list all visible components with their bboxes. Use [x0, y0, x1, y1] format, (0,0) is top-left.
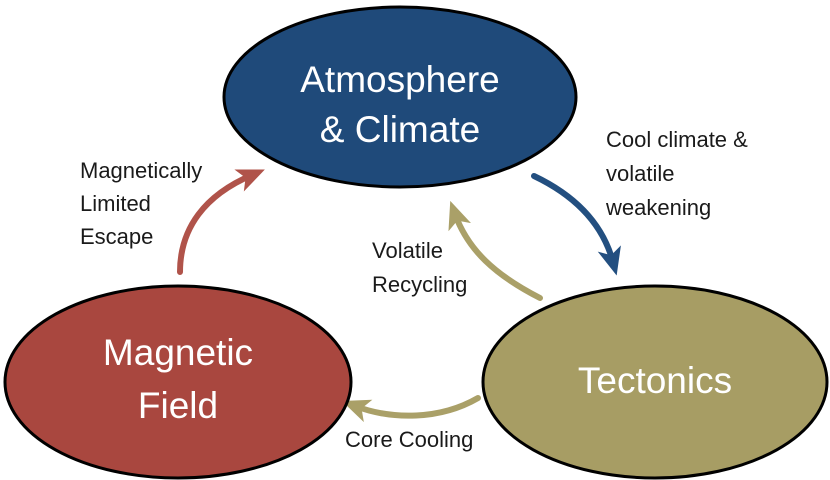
volatile-recycling-arrow — [448, 200, 543, 301]
escape-label-line-1: Magnetically — [80, 158, 202, 183]
atmosphere-label-line-1: Atmosphere — [300, 59, 500, 100]
magnetically-limited-escape-arrow — [177, 169, 265, 275]
magnetic-field-node: Magnetic Field — [3, 284, 353, 480]
magnetically-limited-escape-label: Magnetically Limited Escape — [80, 158, 202, 249]
tectonics-label: Tectonics — [578, 360, 732, 401]
volatile-recycling-label: Volatile Recycling — [372, 238, 467, 297]
cool-climate-label-line-3: weakening — [605, 195, 711, 220]
cool-climate-label-line-2: volatile — [606, 161, 674, 186]
atmosphere-climate-node: Atmosphere & Climate — [222, 5, 578, 189]
core-cooling-label-line-1: Core Cooling — [345, 427, 473, 452]
escape-label-line-2: Limited — [80, 191, 151, 216]
tectonics-node: Tectonics — [481, 284, 829, 480]
atmosphere-label-line-2: & Climate — [320, 109, 480, 150]
magnetic-label-line-2: Field — [138, 385, 218, 426]
core-cooling-arrow — [341, 395, 481, 423]
magnetic-label-line-1: Magnetic — [103, 332, 253, 373]
core-cooling-label: Core Cooling — [345, 427, 473, 452]
recycling-label-line-2: Recycling — [372, 272, 467, 297]
recycling-label-line-1: Volatile — [372, 238, 443, 263]
escape-label-line-3: Escape — [80, 224, 153, 249]
cool-climate-label-line-1: Cool climate & — [606, 127, 748, 152]
cool-climate-arrow — [531, 173, 621, 276]
cool-climate-label: Cool climate & volatile weakening — [605, 127, 748, 220]
